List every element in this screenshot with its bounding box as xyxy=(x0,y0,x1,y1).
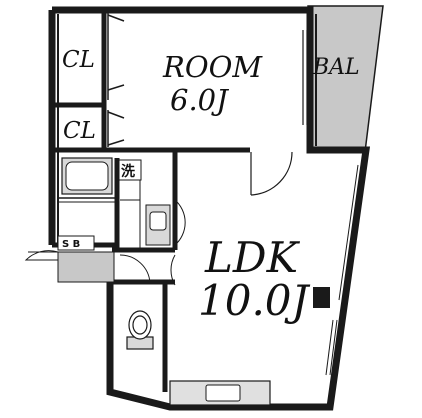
washroom-door xyxy=(174,199,186,246)
outer-walls xyxy=(48,6,371,411)
ldk-entry-door xyxy=(170,254,176,286)
entry-floor xyxy=(57,251,115,283)
washer-label: 洗 xyxy=(121,163,135,180)
closet-doors xyxy=(107,12,125,147)
balcony-label: BAL xyxy=(312,55,360,80)
ldk-size-label: 10.0J xyxy=(198,276,311,325)
room-size-label: 6.0J xyxy=(170,83,229,117)
shoe-box xyxy=(57,235,95,251)
bathtub-inner xyxy=(65,161,109,191)
closet-lower-label: CL xyxy=(63,118,96,144)
closet-upper-label: CL xyxy=(62,47,95,73)
room-door xyxy=(250,151,293,196)
pillar xyxy=(313,287,330,308)
outer-walls-thin xyxy=(57,14,317,245)
shoe-box-label: S B xyxy=(62,239,80,250)
room-label: ROOM xyxy=(162,50,263,84)
ldk-windows xyxy=(325,164,363,376)
toilet xyxy=(126,310,154,350)
toilet-door xyxy=(119,254,151,284)
ldk-label: LDK xyxy=(204,233,301,282)
washer-box xyxy=(118,159,142,181)
balcony-window xyxy=(302,30,308,125)
kitchen-sink xyxy=(205,384,241,402)
